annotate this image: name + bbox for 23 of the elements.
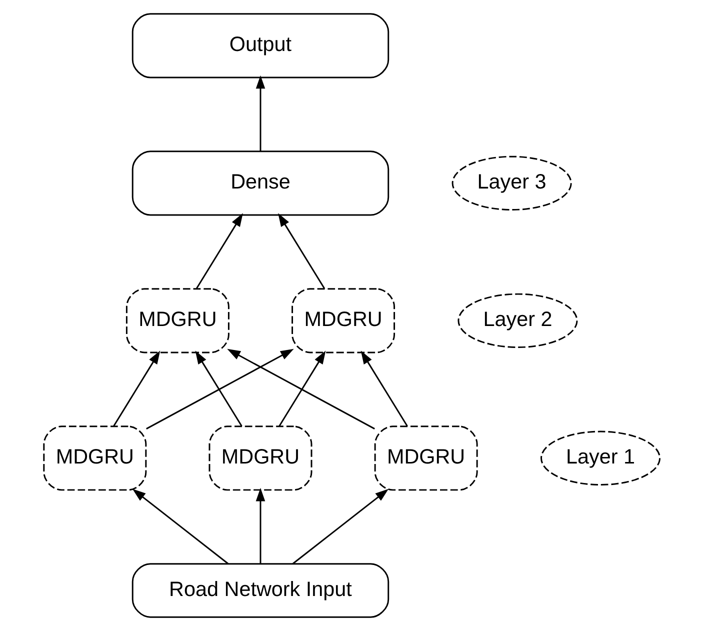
arrow xyxy=(292,488,388,564)
node-ellipse: Layer 2 xyxy=(457,293,578,348)
node-box: Output xyxy=(131,13,389,78)
arrow xyxy=(112,350,160,427)
arrow xyxy=(255,488,265,564)
node-box: MDGRU xyxy=(374,426,478,491)
arrow xyxy=(226,348,374,430)
arrow xyxy=(360,350,408,427)
arrow xyxy=(132,488,228,564)
arrow xyxy=(278,350,326,427)
arrow xyxy=(278,213,325,290)
node-box: Dense xyxy=(131,150,389,216)
arrow xyxy=(255,75,265,152)
node-ellipse: Layer 3 xyxy=(451,156,572,211)
node-box: MDGRU xyxy=(208,426,312,491)
node-box: Road Network Input xyxy=(131,563,389,618)
node-ellipse: Layer 1 xyxy=(540,430,660,486)
arrow xyxy=(195,213,242,290)
node-box: MDGRU xyxy=(291,288,395,354)
arrow xyxy=(194,350,242,427)
node-box: MDGRU xyxy=(42,426,146,491)
arrow xyxy=(146,348,294,430)
node-box: MDGRU xyxy=(125,288,229,354)
